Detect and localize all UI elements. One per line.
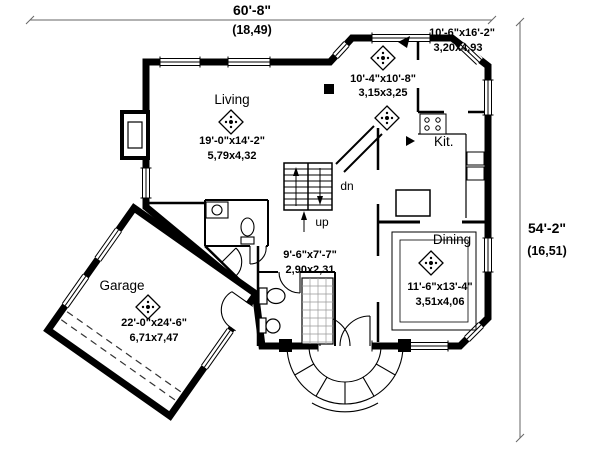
garage-window <box>60 273 91 309</box>
window <box>159 56 201 68</box>
dimension-lines <box>25 15 525 443</box>
upper-right-metric: 3,20x4,93 <box>434 42 483 54</box>
garage-label: Garage <box>99 278 144 293</box>
powder-room-fixtures <box>205 201 255 245</box>
overall-width-imperial: 60'-8" <box>233 2 271 18</box>
toilet-icon <box>258 287 286 305</box>
window <box>227 56 271 68</box>
dining-tray <box>391 231 477 331</box>
hall-metric: 2,90x2,31 <box>286 264 335 276</box>
kitchen <box>395 113 485 218</box>
island <box>395 189 431 217</box>
porch <box>279 339 411 413</box>
porch-column <box>279 339 292 352</box>
porch-column <box>398 339 411 352</box>
bathroom <box>205 201 334 345</box>
nook-imperial: 10'-4"x10'-8" <box>350 73 416 85</box>
dining-metric: 3,51x4,06 <box>416 296 465 308</box>
stairs-down-label: dn <box>340 179 353 193</box>
overall-width-metric: (18,49) <box>232 23 272 37</box>
shower <box>301 277 334 345</box>
window-bay-left <box>331 40 351 60</box>
windows <box>60 32 494 371</box>
living-metric: 5,79x4,32 <box>208 150 257 162</box>
overall-depth-metric: (16,51) <box>527 244 567 258</box>
dining-imperial: 11'-6"x13'-4" <box>407 281 472 293</box>
stairs-up-label: up <box>315 215 329 229</box>
interior-walls <box>146 41 488 346</box>
sink-icon <box>258 317 281 334</box>
labels: 60'-8" (18,49) 54'-2" (16,51) Living 19'… <box>99 2 566 344</box>
living-imperial: 19'-0"x14'-2" <box>199 135 265 147</box>
doors <box>220 245 371 347</box>
overall-depth-imperial: 54'-2" <box>528 220 566 236</box>
garage-window <box>199 327 235 371</box>
tile-grid <box>302 278 333 344</box>
leader-arrow-icon <box>398 36 410 48</box>
stove-icon <box>419 113 447 135</box>
leader-arrow-icon <box>406 136 415 146</box>
nook-metric: 3,15x3,25 <box>359 87 408 99</box>
window <box>482 79 494 116</box>
window <box>482 237 494 273</box>
dining-label: Dining <box>433 232 471 247</box>
kitchen-sink-icon <box>466 151 485 181</box>
kitchen-label: Kit. <box>434 134 454 149</box>
garage-window <box>93 226 123 263</box>
upper-right-imperial: 10'-6"x16'-2" <box>429 27 495 39</box>
garage-metric: 6,71x7,47 <box>130 332 179 344</box>
stairs <box>283 162 333 232</box>
garage-imperial: 22'-0"x24'-6" <box>121 317 187 329</box>
window <box>140 167 152 199</box>
living-label: Living <box>214 92 249 107</box>
fireplace <box>120 110 150 160</box>
window-bay-right <box>457 41 483 66</box>
window <box>407 340 449 352</box>
hall-imperial: 9'-6"x7'-7" <box>283 249 337 261</box>
column <box>324 84 334 94</box>
